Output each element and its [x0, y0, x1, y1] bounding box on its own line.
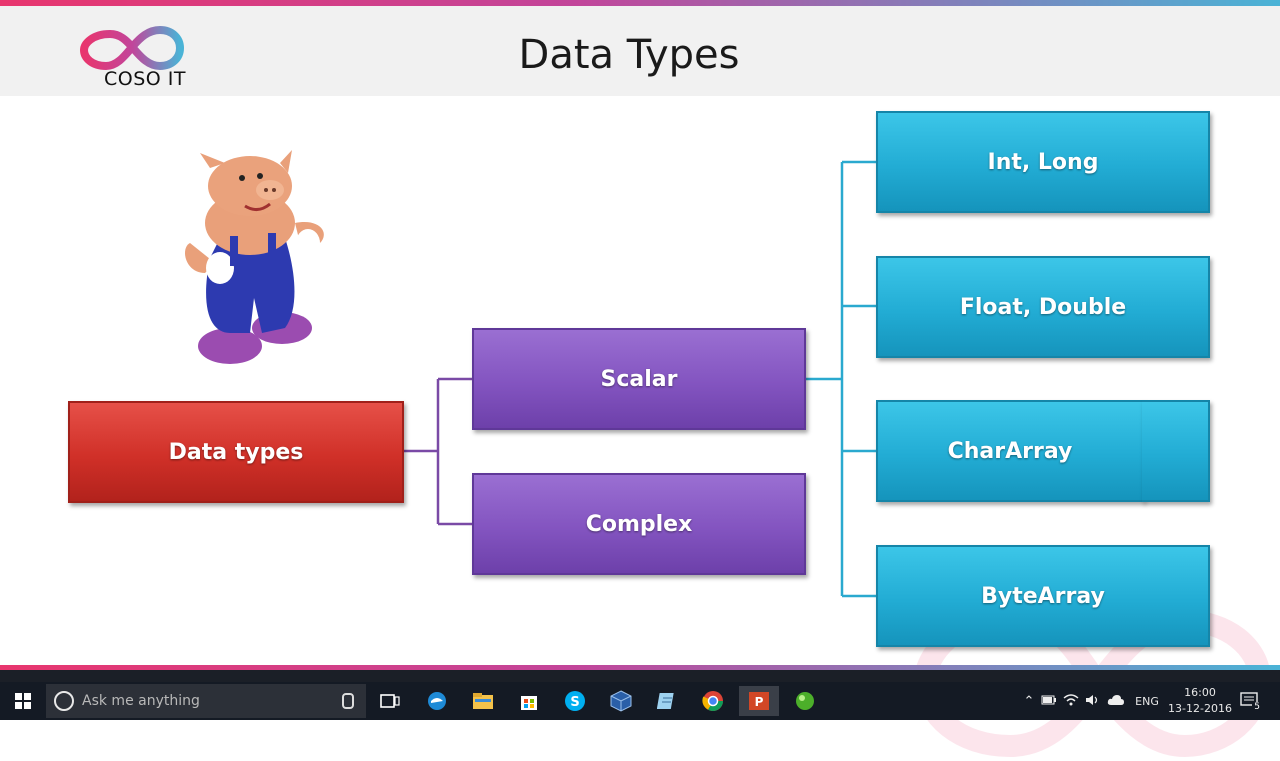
microphone-icon[interactable] — [342, 693, 354, 709]
taskbar-search-box[interactable]: Ask me anything — [46, 684, 366, 718]
cortana-icon — [54, 691, 74, 711]
node-bytearray: ByteArray — [876, 545, 1210, 647]
node-scalar: Scalar — [472, 328, 806, 430]
wifi-icon[interactable] — [1060, 694, 1082, 709]
windows-taskbar: Ask me anything S P ⌃ — [0, 682, 1280, 720]
node-chararray-tail — [1142, 400, 1210, 502]
battery-icon[interactable] — [1038, 695, 1060, 708]
clock-date: 13-12-2016 — [1168, 701, 1232, 717]
node-float-double: Float, Double — [876, 256, 1210, 358]
green-app-icon[interactable] — [785, 686, 825, 716]
action-center-icon[interactable]: 5 — [1238, 690, 1260, 712]
powerpoint-icon[interactable]: P — [739, 686, 779, 716]
pig-mascot-icon — [170, 148, 340, 373]
node-int-long: Int, Long — [876, 111, 1210, 213]
system-tray: ⌃ ENG — [1020, 682, 1166, 720]
task-view-icon[interactable] — [370, 686, 410, 716]
taskbar-clock[interactable]: 16:00 13-12-2016 — [1168, 685, 1232, 717]
file-explorer-icon[interactable] — [463, 686, 503, 716]
notepad-icon[interactable] — [647, 686, 687, 716]
svg-text:S: S — [570, 695, 579, 710]
node-chararray: CharArray — [876, 400, 1144, 502]
clock-time: 16:00 — [1168, 685, 1232, 701]
virtualbox-icon[interactable] — [601, 686, 641, 716]
chevron-up-icon[interactable]: ⌃ — [1020, 694, 1038, 709]
language-indicator[interactable]: ENG — [1128, 695, 1166, 708]
search-placeholder: Ask me anything — [82, 693, 200, 709]
presentation-strip — [0, 670, 1280, 682]
cloud-icon[interactable] — [1104, 694, 1128, 709]
node-data-types: Data types — [68, 401, 404, 503]
notification-count-badge: 5 — [1252, 702, 1262, 712]
store-icon[interactable] — [509, 686, 549, 716]
node-complex: Complex — [472, 473, 806, 575]
edge-icon[interactable] — [417, 686, 457, 716]
svg-text:P: P — [755, 695, 764, 709]
windows-start-icon[interactable] — [0, 682, 46, 720]
skype-icon[interactable]: S — [555, 686, 595, 716]
volume-icon[interactable] — [1082, 694, 1104, 709]
chrome-icon[interactable] — [693, 686, 733, 716]
